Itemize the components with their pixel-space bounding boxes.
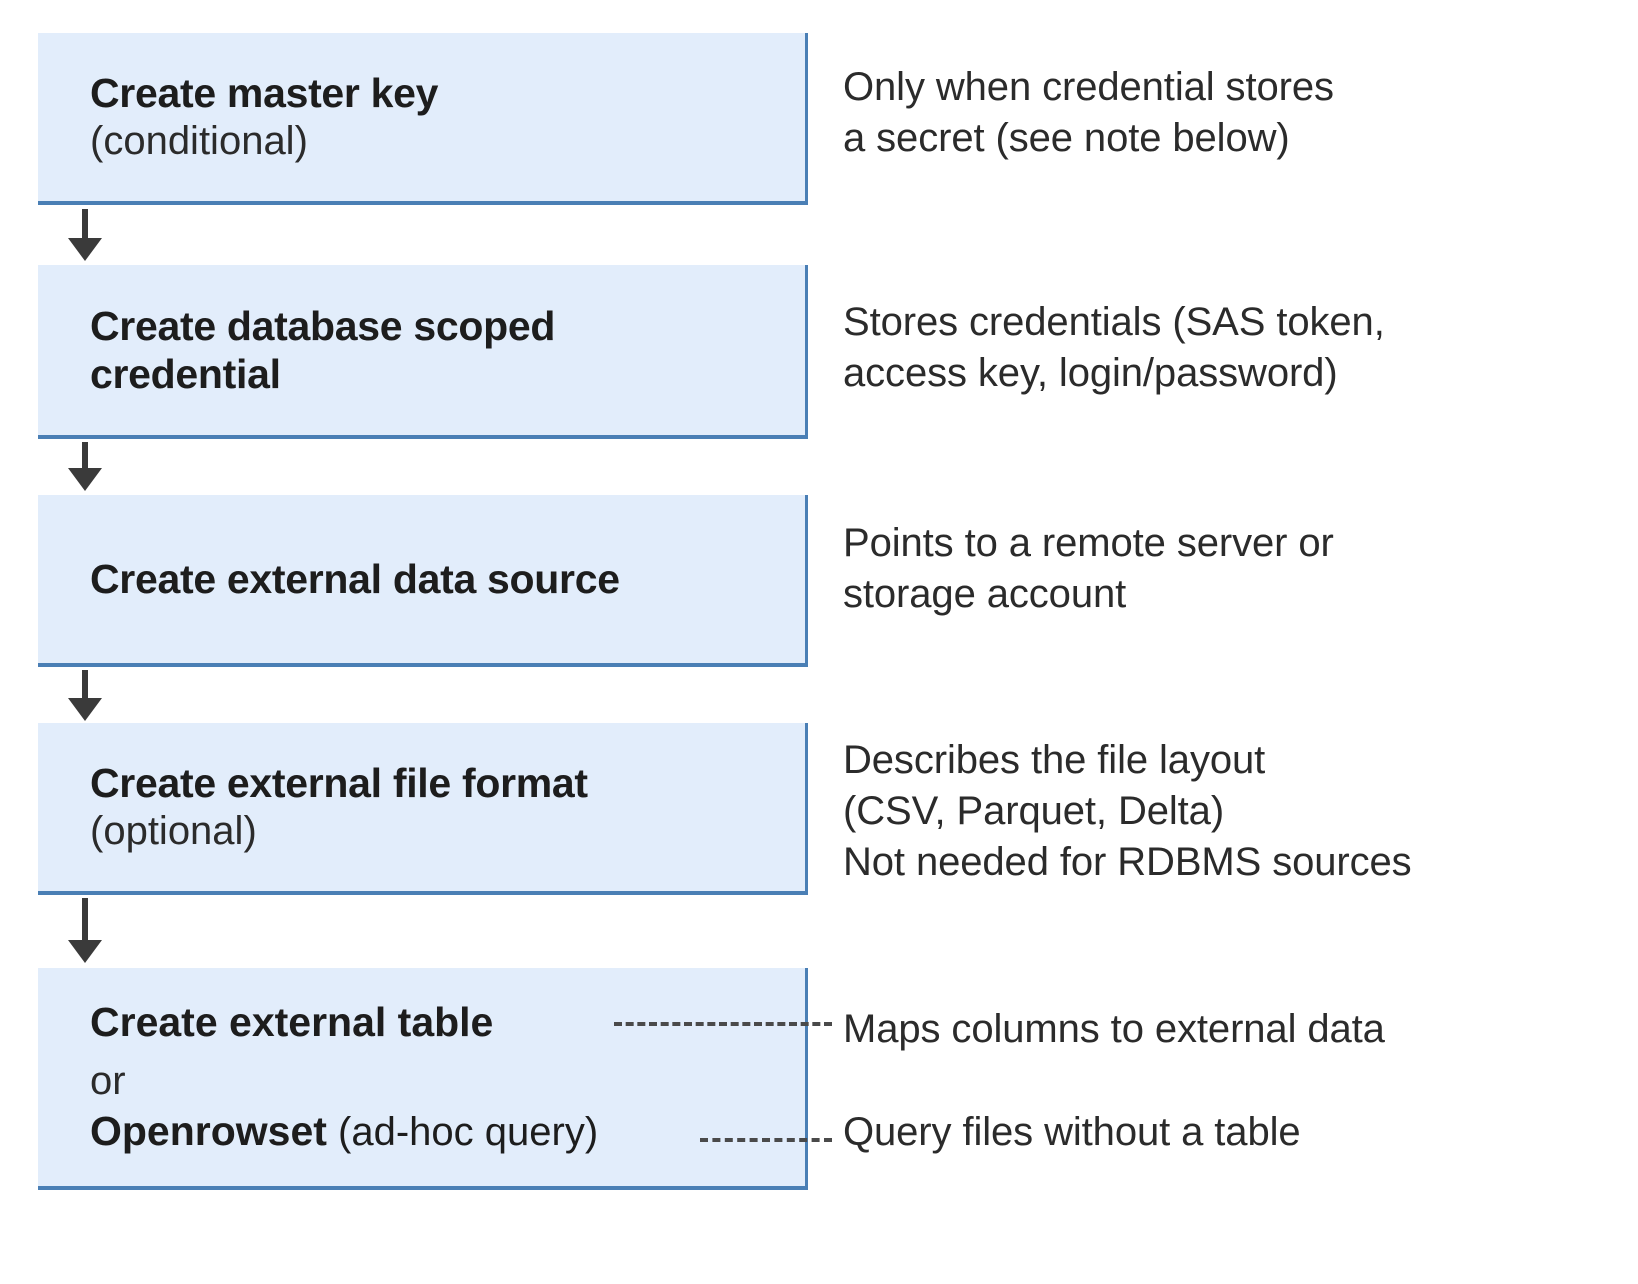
- option-label-create-external-table: Create external table: [90, 999, 494, 1046]
- option-separator-or: or: [90, 1058, 126, 1103]
- note-create-external-file-format: Describes the file layout (CSV, Parquet,…: [843, 738, 1412, 885]
- step-title-create-external-file-format: Create external file format: [90, 759, 588, 806]
- note-query-files-without-a-table: Query files without a table: [843, 1110, 1301, 1154]
- step-box-create-external-data-source[interactable]: Create external data source: [38, 495, 808, 667]
- step-box-create-master-key[interactable]: Create master key (conditional): [38, 33, 808, 205]
- step-box-create-external-table-or-openrowset[interactable]: Create external table or Openrowset (ad-…: [38, 968, 808, 1190]
- arrow-down-icon-3: [82, 670, 88, 700]
- dashed-connector-openrowset: [700, 1138, 832, 1142]
- note-create-external-data-source: Points to a remote server or storage acc…: [843, 521, 1334, 617]
- note-create-master-key: Only when credential stores a secret (se…: [843, 65, 1334, 161]
- option-label-openrowset: Openrowset (ad-hoc query): [90, 1107, 793, 1156]
- step-subtitle-create-master-key: (conditional): [90, 119, 308, 164]
- step-title-create-database-scoped-credential: Create database scoped credential: [90, 302, 556, 397]
- arrow-down-icon-1: [82, 209, 88, 240]
- option-label-openrowset-regular: (ad-hoc query): [326, 1109, 599, 1154]
- step-subtitle-create-external-file-format: (optional): [90, 809, 257, 854]
- arrow-down-icon-2: [82, 442, 88, 470]
- note-create-database-scoped-credential: Stores credentials (SAS token, access ke…: [843, 300, 1385, 396]
- step-box-create-external-file-format[interactable]: Create external file format (optional): [38, 723, 808, 895]
- dashed-connector-create-external-table: [614, 1022, 832, 1026]
- note-maps-columns-to-external-data: Maps columns to external data: [843, 1007, 1385, 1051]
- step-box-create-database-scoped-credential[interactable]: Create database scoped credential: [38, 265, 808, 439]
- arrow-down-icon-4: [82, 898, 88, 942]
- option-label-openrowset-bold: Openrowset: [90, 1107, 327, 1154]
- step-title-create-external-data-source: Create external data source: [90, 555, 620, 602]
- step-title-create-master-key: Create master key: [90, 69, 439, 116]
